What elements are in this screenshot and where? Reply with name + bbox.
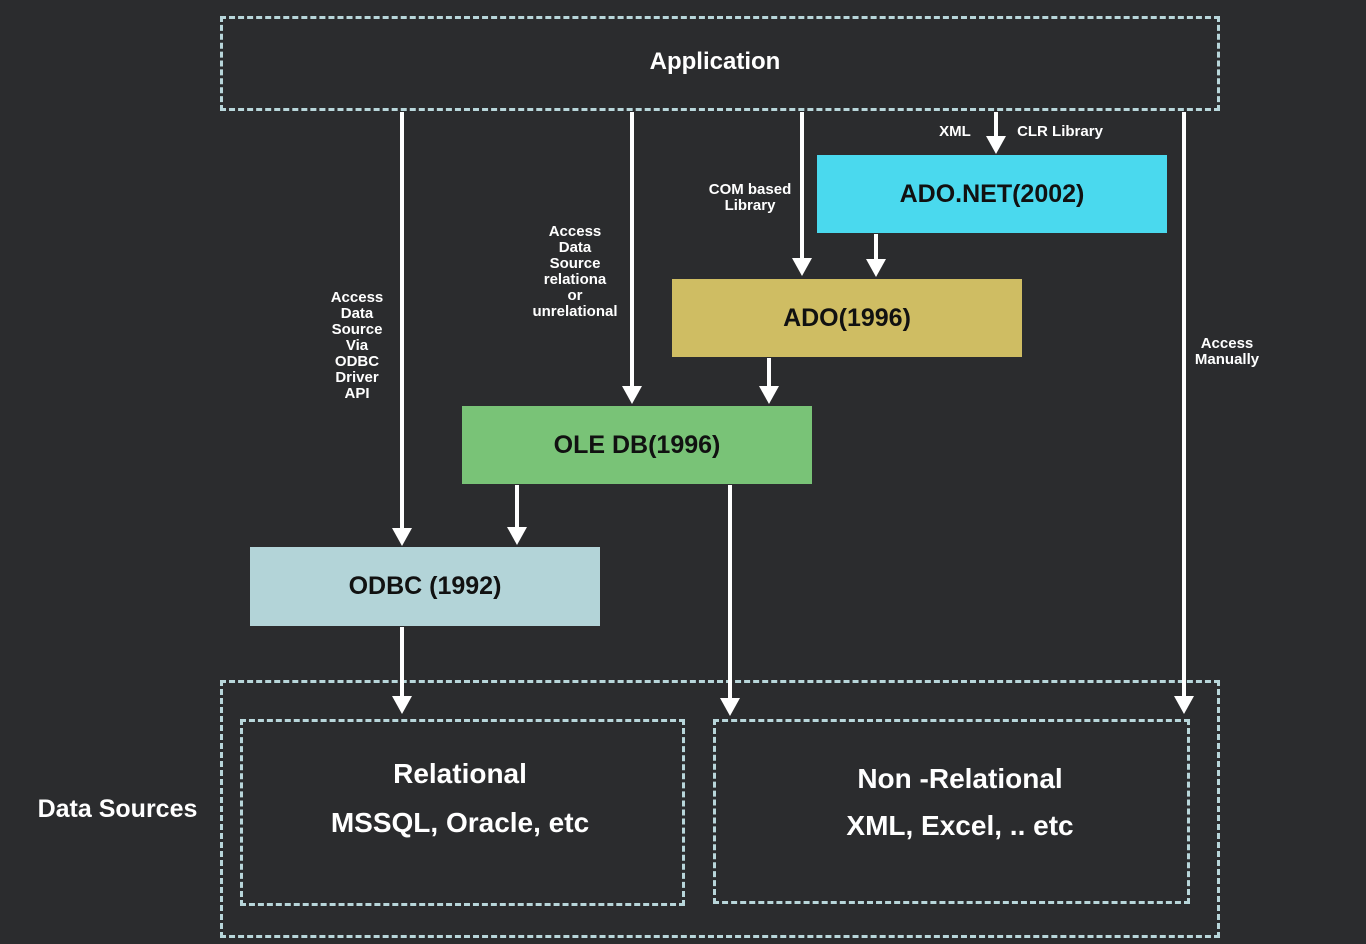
ado-box: ADO(1996): [672, 279, 1022, 357]
application-container: [220, 16, 1220, 111]
arrowhead-app-to-odbc: [392, 528, 412, 546]
oledb-box: OLE DB(1996): [462, 406, 812, 484]
arrowhead-app-to-adonet: [986, 136, 1006, 154]
clr-library-label: CLR Library: [1017, 123, 1103, 140]
arrowhead-oledb-to-odbc: [507, 527, 527, 545]
access-relational-label: Access Data Source relationa or unrelati…: [532, 223, 618, 320]
arrowhead-oledb-to-nonrelational: [720, 698, 740, 716]
xml-label: XML: [939, 123, 971, 140]
com-library-label: COM based Library: [708, 181, 792, 214]
arrowhead-app-to-datasources: [1174, 696, 1194, 714]
non-relational-title: Non -Relational: [857, 763, 1063, 794]
arrowhead-app-to-ado: [792, 258, 812, 276]
arrowhead-odbc-to-relational: [392, 696, 412, 714]
access-odbc-label: Access Data Source Via ODBC Driver API: [330, 289, 384, 402]
odbc-box: ODBC (1992): [250, 547, 600, 626]
data-sources-container: [220, 680, 1220, 938]
relational-subtitle: MSSQL, Oracle, etc: [330, 807, 590, 838]
non-relational-subtitle: XML, Excel, .. etc: [846, 810, 1074, 841]
relational-title: Relational: [393, 758, 527, 789]
application-label: Application: [649, 48, 781, 75]
adonet-box: ADO.NET(2002): [817, 155, 1167, 233]
access-manually-label: Access Manually: [1194, 335, 1260, 368]
non-relational-container: [713, 719, 1190, 904]
arrowhead-app-to-oledb: [622, 386, 642, 404]
data-sources-label: Data Sources: [37, 795, 198, 823]
relational-container: [240, 719, 685, 906]
arrowhead-ado-to-oledb: [759, 386, 779, 404]
arrowhead-adonet-to-ado: [866, 259, 886, 277]
